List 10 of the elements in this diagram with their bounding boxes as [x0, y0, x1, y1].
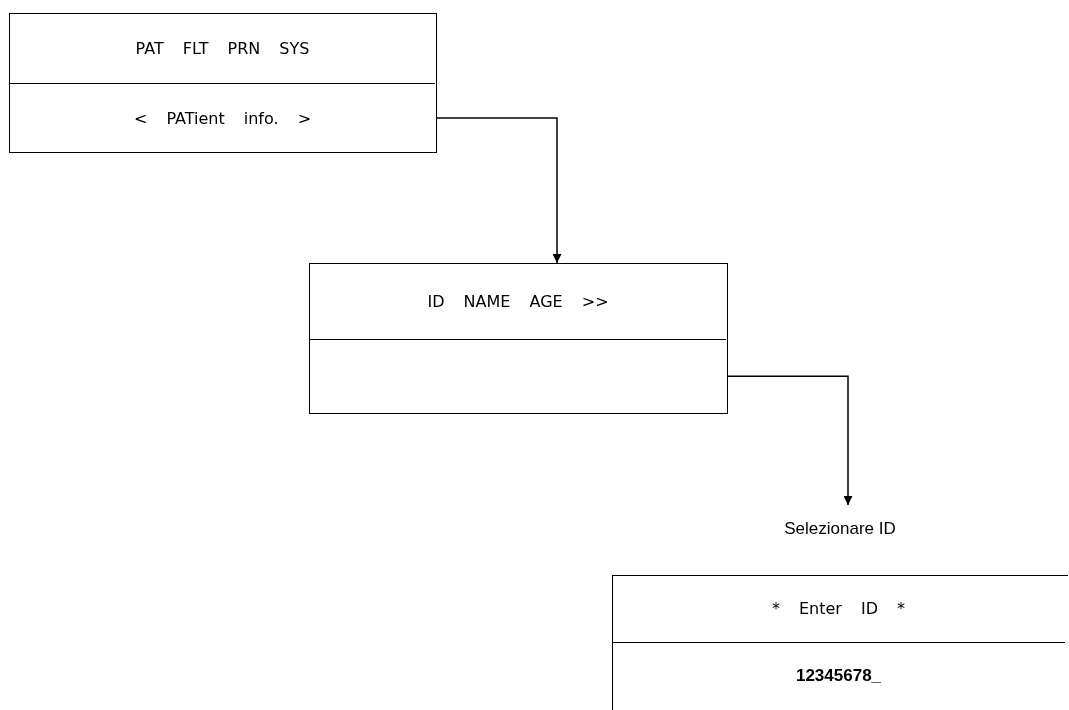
arrow [436, 117, 562, 264]
display-text: < PATient info. > [133, 108, 312, 128]
display-text: ID NAME AGE >> [427, 292, 609, 311]
arrow [727, 375, 853, 506]
lcd-screen-panel [309, 263, 728, 414]
display-text: 12345678_ [795, 666, 882, 686]
screen-title: Selezionare ID [784, 519, 896, 538]
lcd-screen-panel [9, 13, 437, 153]
display-text: * Enter ID * [771, 599, 906, 618]
display-text: PAT FLT PRN SYS [135, 39, 310, 58]
